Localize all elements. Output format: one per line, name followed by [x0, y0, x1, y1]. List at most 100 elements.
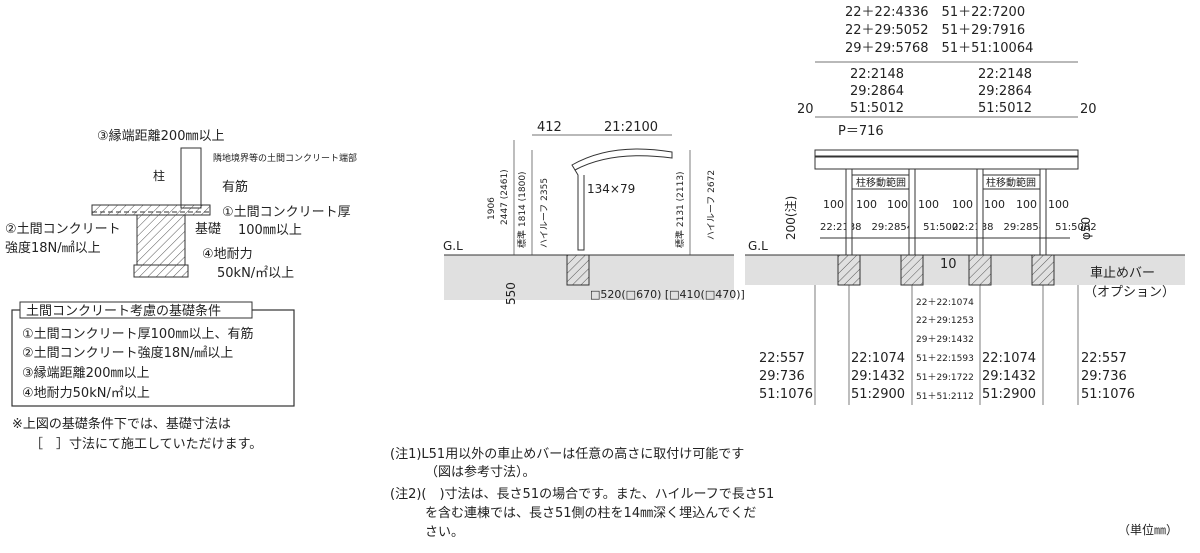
side-foundation [566, 254, 590, 286]
bottom-dim: 51:1076 [759, 387, 813, 402]
move-dim: 100 [1048, 198, 1069, 211]
side-std-height: 1906 [487, 197, 497, 220]
side-high-roof: 2447 (2461) [500, 169, 510, 225]
side-overhang: 412 [537, 120, 562, 135]
move-dim: 100 [918, 198, 939, 211]
move-dim: 100 [823, 198, 844, 211]
center-dim: 22＋29:1253 [916, 315, 974, 326]
move-dim: 100 [1016, 198, 1037, 211]
side-embed: 550 [504, 282, 518, 305]
side-post-size: 134×79 [587, 182, 635, 196]
slab-shape [91, 204, 211, 216]
condition-item: ③縁端距離200㎜以上 [22, 365, 149, 381]
bearing-label: ④地耐力 [202, 247, 253, 262]
condition-item: ④地耐力50kN/㎡以上 [22, 386, 150, 401]
strength-label: 強度18N/㎟以上 [5, 240, 101, 256]
move-dim: 100 [984, 198, 1005, 211]
unit-label: （単位㎜） [1118, 522, 1178, 537]
bearing-value: 50kN/㎡以上 [217, 266, 294, 281]
side-right-std: 標準 2131 (2113) [674, 171, 686, 248]
boundary-label: 隣地境界等の土間コンクリート端部 [213, 152, 357, 164]
bottom-dim: 29:736 [1081, 369, 1127, 384]
stopper-option: （オプション） [1084, 285, 1175, 300]
column-label: 柱 [153, 168, 165, 183]
front-post [1039, 168, 1047, 256]
conditions-title: 土間コンクリート考慮の基礎条件 [26, 303, 221, 319]
side-roof [571, 148, 673, 171]
front-foundation [1031, 254, 1055, 286]
front-post [908, 168, 916, 256]
edge-left: 20 [797, 102, 814, 117]
bottom-dim: 22:557 [1081, 351, 1127, 366]
front-gl-label: G.L [748, 239, 768, 253]
note2-line2: を含む連棟では、長さ51側の柱を14㎜深く埋込んでくだ [425, 505, 756, 521]
dim-10: 10 [940, 257, 957, 272]
bottom-dim: 22:1074 [982, 351, 1036, 366]
foundation-label: 基礎 [195, 222, 221, 237]
side-view: G.L 412 21:2100 134×79 1906 2447 (2461) … [443, 120, 745, 305]
slab-thickness-label: ①土間コンクリート厚 [222, 205, 351, 220]
conditions-title-frame [19, 301, 253, 319]
move-dim: 100 [887, 198, 908, 211]
front-roof-beam [814, 156, 1079, 170]
note2-line3: さい。 [425, 525, 464, 540]
bottom-dim: 29:1432 [851, 369, 905, 384]
front-foundation [837, 254, 861, 286]
bottom-dim: 29:1432 [982, 369, 1036, 384]
total-width: 22＋29:5052 51＋29:7916 [845, 23, 1025, 38]
front-post [976, 168, 984, 256]
center-dim: 29＋29:1432 [916, 334, 974, 345]
edge-distance-label: ③縁端距離200㎜以上 [97, 128, 224, 144]
bottom-dim: 22:1074 [851, 351, 905, 366]
bottom-dim: 51:2900 [982, 387, 1036, 402]
side-post [574, 169, 585, 251]
bottom-dim: 22:557 [759, 351, 805, 366]
foundation-note-line1: ※上図の基礎条件下では、基礎寸法は [12, 416, 231, 432]
side-gl-label: G.L [443, 239, 463, 253]
concrete-label: ②土間コンクリート [5, 222, 121, 237]
condition-item: ②土間コンクリート強度18N/㎟以上 [22, 345, 233, 361]
span-left: 29:2864 [850, 84, 904, 99]
column-shape [180, 147, 202, 209]
side-right-high: ハイルーフ 2672 [707, 170, 717, 240]
pipe-size: φ50 [1079, 217, 1093, 240]
move-range-left: 柱移動範囲 [856, 176, 906, 189]
total-width: 22＋22:4336 51＋22:7200 [845, 5, 1025, 20]
foundation-base [133, 264, 189, 278]
front-foundation [968, 254, 992, 286]
slab-thickness-value: 100㎜以上 [238, 223, 302, 238]
center-dim: 51＋22:1593 [916, 353, 974, 364]
front-post [845, 168, 853, 256]
height-note: 200(注) [783, 196, 798, 240]
center-dim: 22＋22:1074 [916, 297, 974, 308]
span-left: 51:5012 [850, 101, 904, 116]
side-high-clear: ハイルーフ 2355 [540, 178, 550, 248]
edge-right: 20 [1080, 102, 1097, 117]
move-dim: 100 [952, 198, 973, 211]
side-foundation-size: □520(□670) [□410(□470)] [590, 288, 745, 301]
bottom-dim: 51:1076 [1081, 387, 1135, 402]
notes: (注1)L51用以外の車止めバーは任意の高さに取付け可能です （図は参考寸法）。… [390, 446, 774, 540]
side-depth: 21:2100 [604, 120, 658, 135]
move-range-right: 柱移動範囲 [986, 176, 1036, 189]
note1-line1: (注1)L51用以外の車止めバーは任意の高さに取付け可能です [390, 446, 744, 462]
foundation-block [136, 214, 186, 266]
total-width: 29＋29:5768 51＋51:10064 [845, 41, 1033, 56]
foundation-note-line2: ［ ］寸法にて施工していただけます。 [30, 437, 262, 452]
post-spans-right: 22:2138 29:2854 51:5002 [952, 222, 1097, 233]
bottom-dim: 51:2900 [851, 387, 905, 402]
note2-line1: (注2)( )寸法は、長さ51の場合です。また、ハイルーフで長さ51 [390, 487, 774, 502]
front-view: 22＋22:4336 51＋22:7200 22＋29:5052 51＋29:7… [745, 5, 1185, 405]
rebar-label: 有筋 [222, 179, 248, 195]
post-spans-left: 22:2138 29:2854 51:5002 [820, 222, 965, 233]
conditions-frame [11, 309, 295, 407]
center-dim: 51＋29:1722 [916, 372, 974, 383]
span-right: 22:2148 [978, 67, 1032, 82]
span-right: 29:2864 [978, 84, 1032, 99]
condition-item: ①土間コンクリート厚100㎜以上、有筋 [22, 326, 253, 342]
foundation-detail: ③縁端距離200㎜以上 隣地境界等の土間コンクリート端部 柱 有筋 ①土間コンク… [5, 128, 357, 281]
span-left: 22:2148 [850, 67, 904, 82]
move-dim: 100 [856, 198, 877, 211]
bottom-dim: 29:736 [759, 369, 805, 384]
